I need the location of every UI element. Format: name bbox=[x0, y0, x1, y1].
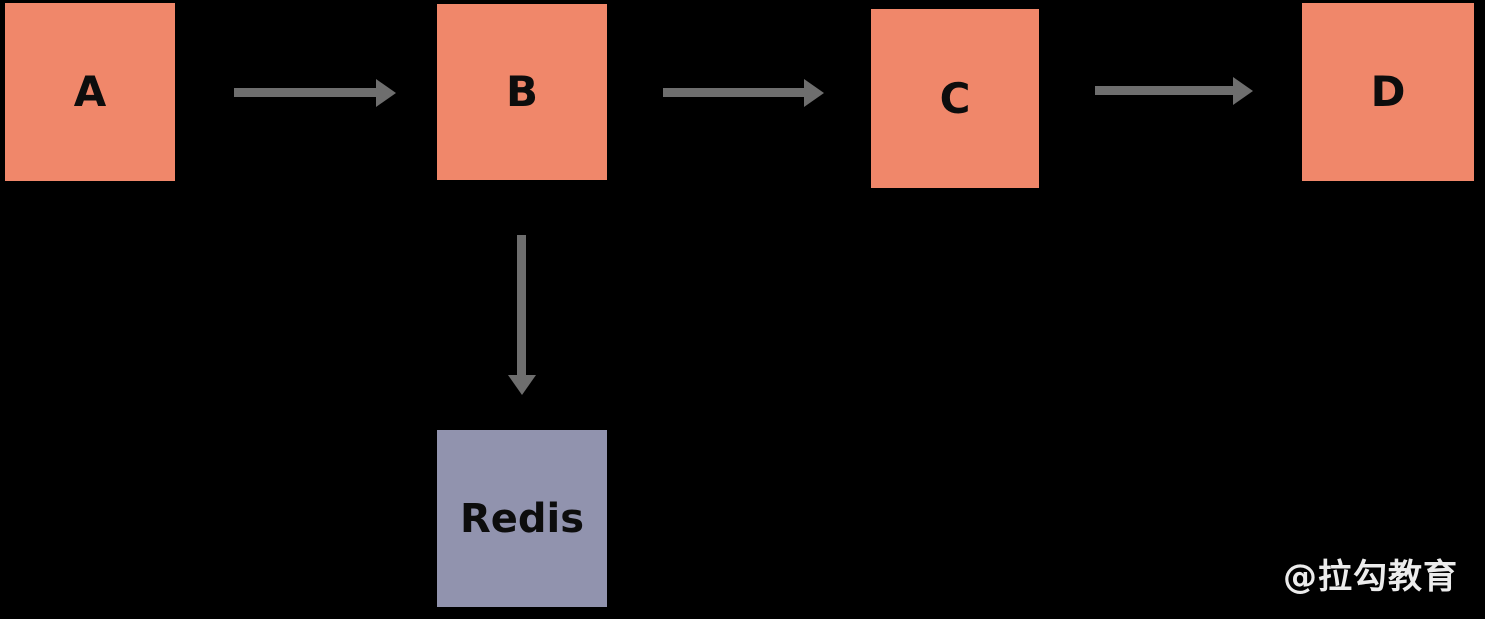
node-b: B bbox=[437, 4, 607, 180]
node-redis-label: Redis bbox=[459, 495, 585, 542]
watermark: @拉勾教育 bbox=[1283, 557, 1458, 597]
node-a-label: A bbox=[73, 67, 107, 116]
node-d: D bbox=[1302, 3, 1474, 181]
node-a: A bbox=[5, 3, 175, 181]
arrow-shaft bbox=[234, 88, 376, 97]
arrow-head-right-icon bbox=[376, 78, 396, 107]
arrow-head-right-icon bbox=[804, 78, 824, 107]
node-redis: Redis bbox=[437, 430, 607, 607]
node-b-label: B bbox=[505, 67, 538, 116]
arrow-head-down-icon bbox=[507, 375, 536, 395]
arrow-shaft bbox=[1095, 86, 1233, 95]
arrow-shaft bbox=[663, 88, 804, 97]
arrow-shaft bbox=[517, 235, 526, 375]
node-c: C bbox=[871, 9, 1039, 188]
node-d-label: D bbox=[1370, 67, 1406, 116]
arrow-head-right-icon bbox=[1233, 76, 1253, 105]
node-c-label: C bbox=[939, 73, 971, 123]
